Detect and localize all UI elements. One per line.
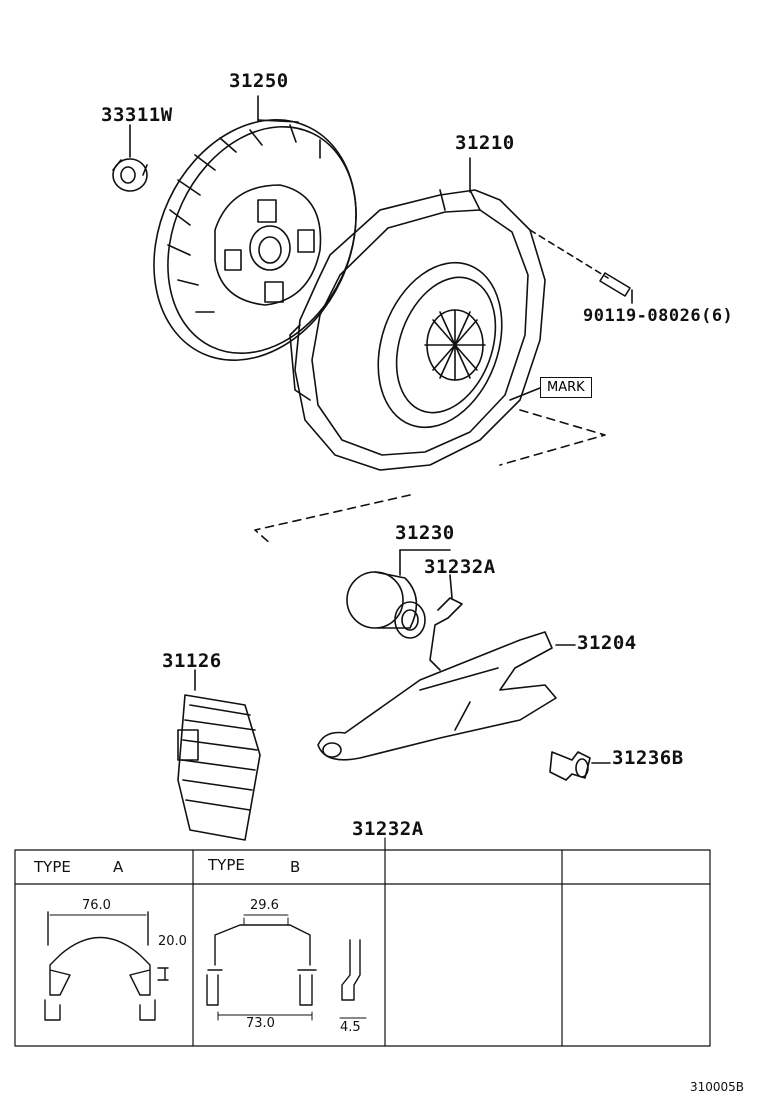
dim-b-bottom: 73.0 (246, 1016, 275, 1031)
part-label-31204: 31204 (577, 632, 637, 654)
part-label-31210: 31210 (455, 132, 515, 154)
type-b-value: B (290, 858, 301, 876)
part-label-31250: 31250 (229, 70, 289, 92)
spec-table (14, 837, 711, 1047)
type-a-value: A (113, 858, 124, 876)
mark-callout: MARK (540, 377, 592, 398)
diagram-code: 310005B (690, 1080, 745, 1094)
part-label-31126: 31126 (162, 650, 222, 672)
dim-b-side: 4.5 (340, 1020, 361, 1035)
release-bearing-drawing (346, 549, 463, 671)
table-title: 31232A (352, 818, 424, 840)
part-label-31236B: 31236B (612, 747, 684, 769)
part-label-90119-08026: 90119-08026(6) (583, 306, 734, 326)
dim-a-width: 76.0 (82, 898, 111, 913)
part-label-33311W: 33311W (101, 104, 173, 126)
dim-a-height: 20.0 (158, 934, 187, 949)
pivot-drawing (549, 751, 611, 781)
clutch-disc-drawing (153, 95, 357, 361)
type-b-label: TYPE (208, 856, 245, 874)
pilot-bearing-drawing (112, 124, 148, 192)
dim-b-top: 29.6 (250, 898, 279, 913)
type-b-clip-drawing (206, 914, 367, 1021)
clutch-cover-drawing (254, 157, 633, 546)
type-a-label: TYPE (34, 858, 71, 876)
boot-drawing (177, 669, 261, 841)
part-label-31230: 31230 (395, 522, 455, 544)
release-fork-drawing (317, 631, 576, 761)
part-label-31232A: 31232A (424, 556, 496, 578)
type-a-clip-drawing (44, 911, 169, 1021)
